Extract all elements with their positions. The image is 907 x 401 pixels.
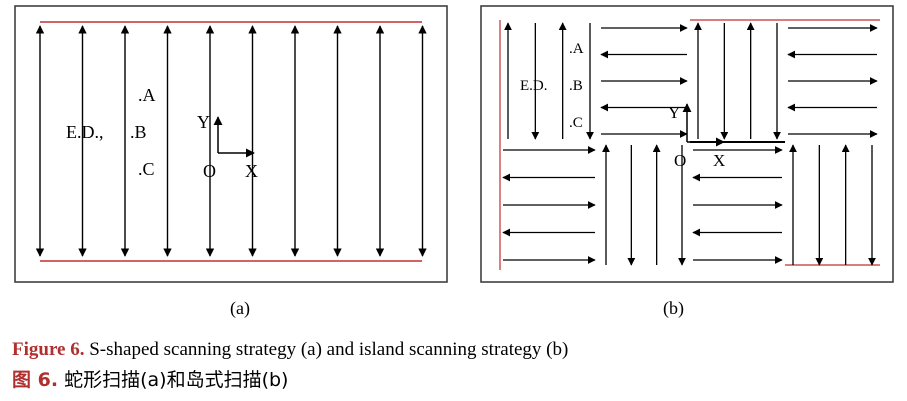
panel-a-origin-label: O: [203, 161, 216, 181]
panel-b-point-ed: E.D.: [520, 78, 548, 94]
panel-a-scan-tracks: [35, 25, 427, 257]
panel-b-frame: [480, 5, 894, 283]
figure-caption-zh: 图 6. 蛇形扫描(a)和岛式扫描(b): [12, 365, 288, 392]
panel-b-point-c: .C: [569, 115, 583, 131]
panel-a-sublabel: (a): [230, 298, 250, 318]
panel-a-point-a: .A: [138, 85, 156, 105]
caption-en-text: S-shaped scanning strategy (a) and islan…: [84, 339, 569, 360]
panel-b-point-a: .A: [569, 41, 584, 57]
panel-a-y-label: Y: [197, 112, 210, 132]
panel-b-x-label: X: [713, 151, 725, 170]
panel-b-point-b: .B: [569, 78, 583, 94]
panel-b-islands: [499, 19, 880, 270]
panel-a-x-label: X: [245, 161, 258, 181]
panel-b-origin-label: O: [674, 151, 686, 170]
caption-en-label: Figure 6.: [12, 339, 85, 360]
panel-a-point-b: .B: [130, 122, 147, 142]
panel-b-sublabel: (b): [663, 298, 684, 318]
panel-b-y-label: Y: [668, 103, 680, 122]
figure-caption-en: Figure 6. S-shaped scanning strategy (a)…: [12, 339, 568, 361]
panel-a-point-c: .C: [138, 159, 155, 179]
caption-zh-text: 蛇形扫描(a)和岛式扫描(b): [58, 369, 289, 391]
panel-a-frame: [14, 5, 448, 283]
panel-a-point-ed: E.D.,: [66, 122, 104, 142]
caption-zh-label: 图 6.: [12, 369, 59, 391]
